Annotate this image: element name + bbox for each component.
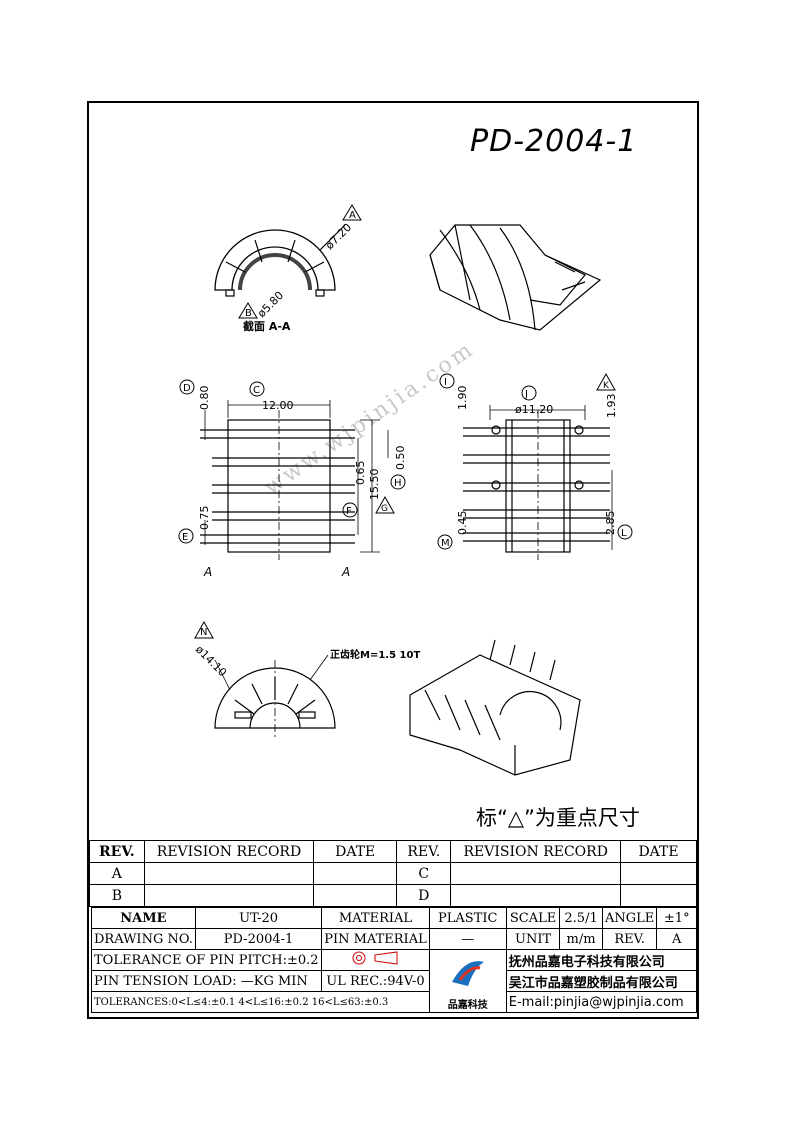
side-marker-i: I	[444, 377, 447, 388]
table-row: A C	[89, 862, 697, 885]
rev-cell: B	[89, 884, 145, 907]
section-a-a-view	[214, 204, 362, 319]
company-logo-icon	[451, 960, 484, 986]
gear-note: 正齿轮M=1.5 10T	[330, 648, 420, 661]
side-marker-l: L	[621, 528, 627, 539]
dim-11-20: ø11.20	[515, 403, 553, 416]
dim-1-90: 1.90	[456, 386, 469, 411]
revision-table: REV. REVISION RECORD DATE REV. REVISION …	[89, 840, 697, 907]
dim-0-80: 0.80	[198, 386, 211, 411]
rev-value: A	[656, 928, 697, 950]
pitch-tolerance: TOLERANCE OF PIN PITCH:±0.2	[90, 949, 323, 971]
material-value: PLASTIC	[428, 907, 507, 929]
dim-15-50: 15.50	[368, 469, 381, 501]
rev-header-1: REV.	[89, 840, 145, 863]
name-label: NAME	[91, 907, 196, 929]
record-cell	[450, 862, 622, 885]
pin-material-value: —	[428, 928, 507, 950]
front-marker-h: H	[394, 478, 402, 489]
dim-0-65: 0.65	[354, 461, 367, 486]
rev-cell: D	[396, 884, 452, 907]
scale-label: SCALE	[505, 907, 561, 929]
side-view	[437, 372, 633, 560]
pin-tension: PIN TENSION LOAD: —KG MIN	[90, 970, 323, 992]
front-marker-d: D	[183, 383, 191, 394]
ul-rec: UL REC.:94V-0	[321, 970, 430, 992]
isometric-view-bottom	[409, 639, 581, 776]
date-cell	[620, 862, 697, 885]
front-view	[178, 379, 406, 560]
date-cell	[313, 884, 398, 907]
front-marker-g: G	[381, 504, 388, 514]
record-cell	[143, 884, 315, 907]
record-cell	[450, 884, 622, 907]
table-row: B D	[89, 884, 697, 907]
rev-cell: A	[89, 862, 145, 885]
dim-14-10: ø14.10	[193, 643, 229, 679]
dim-0-75: 0.75	[198, 506, 211, 531]
cut-label-right: A	[341, 565, 350, 579]
dim-2-85: 2.85	[604, 511, 617, 536]
section-caption: 截面 A-A	[243, 319, 291, 333]
name-value: UT-20	[194, 907, 323, 929]
dim-0-45: 0.45	[456, 511, 469, 536]
side-marker-m: M	[441, 538, 450, 549]
company-name-1: 抚州品嘉电子科技有限公司	[505, 949, 698, 971]
isometric-view-top	[429, 224, 602, 331]
date-cell	[620, 884, 697, 907]
drawing-border	[87, 101, 699, 1019]
date-header-1: DATE	[313, 840, 398, 863]
record-header-1: REVISION RECORD	[143, 840, 315, 863]
record-header-2: REVISION RECORD	[450, 840, 622, 863]
unit-label: UNIT	[505, 928, 561, 950]
drawing-title: PD-2004-1	[470, 124, 638, 159]
logo-text: 品嘉科技	[447, 999, 488, 1011]
dim-outer-diameter: ø7.20	[323, 221, 354, 252]
key-dimension-note: 标“△”为重点尺寸	[476, 806, 640, 830]
front-marker-e: E	[182, 532, 188, 543]
logo-cell: 品嘉科技	[428, 949, 507, 1013]
marker-a: A	[349, 210, 356, 221]
unit-value: m/m	[559, 928, 603, 950]
angle-label: ANGLE	[601, 907, 658, 929]
dim-0-50: 0.50	[394, 446, 407, 471]
side-marker-k: K	[603, 381, 610, 391]
dim-inner-diameter: ø5.80	[255, 289, 286, 320]
company-email: E-mail:pinjia@wjpinjia.com	[505, 991, 698, 1013]
drawing-no-value: PD-2004-1	[194, 928, 323, 950]
rev-cell: C	[396, 862, 452, 885]
gear-view	[194, 620, 336, 740]
projection-symbol-icon	[352, 951, 398, 965]
dim-1-93: 1.93	[605, 394, 618, 419]
rev-label: REV.	[601, 928, 658, 950]
title-block: NAME UT-20 MATERIAL PLASTIC SCALE 2.5/1 …	[90, 907, 698, 1013]
side-marker-j: J	[524, 389, 528, 400]
material-label: MATERIAL	[321, 907, 430, 929]
date-cell	[313, 862, 398, 885]
pin-material-label: PIN MATERIAL	[321, 928, 430, 950]
front-marker-f: F	[346, 506, 352, 517]
cut-label-left: A	[203, 565, 212, 579]
date-header-2: DATE	[620, 840, 697, 863]
drawing-no-label: DRAWING NO.	[91, 928, 196, 950]
marker-b: B	[245, 308, 252, 319]
angle-value: ±1°	[656, 907, 697, 929]
front-marker-c: C	[253, 385, 260, 396]
record-cell	[143, 862, 315, 885]
dim-12-00: 12.00	[262, 399, 294, 412]
scale-value: 2.5/1	[559, 907, 603, 929]
rev-header-2: REV.	[396, 840, 452, 863]
gear-marker-n: N	[200, 627, 207, 638]
tolerances: TOLERANCES:0<L≤4:±0.1 4<L≤16:±0.2 16<L≤6…	[91, 991, 430, 1013]
company-name-2: 吴江市品嘉塑胶制品有限公司	[505, 970, 698, 992]
symbol-cell	[321, 949, 430, 971]
